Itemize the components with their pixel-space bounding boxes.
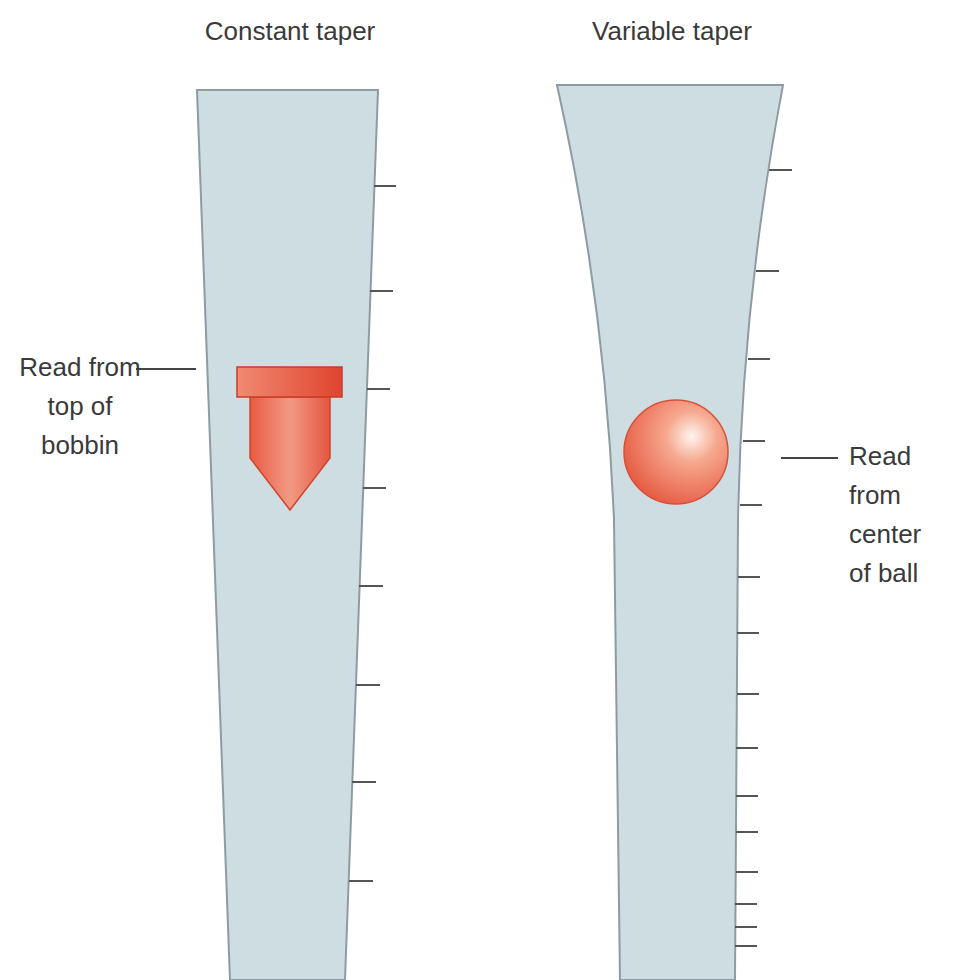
leader-line [781, 457, 838, 459]
reading-note: Read from top of bobbin [18, 348, 142, 465]
leader-line [136, 368, 196, 370]
tube-title: Variable taper [532, 12, 812, 51]
bobbin-float [250, 397, 330, 510]
variable-taper-tube [557, 85, 783, 980]
reading-note: Read from center of ball [849, 437, 949, 593]
ball-float [624, 400, 728, 504]
scale-ticks [735, 170, 792, 946]
constant-taper-tube [197, 90, 378, 980]
scale-ticks [349, 186, 396, 881]
bobbin-cap [237, 367, 342, 397]
tube-title: Constant taper [150, 12, 430, 51]
